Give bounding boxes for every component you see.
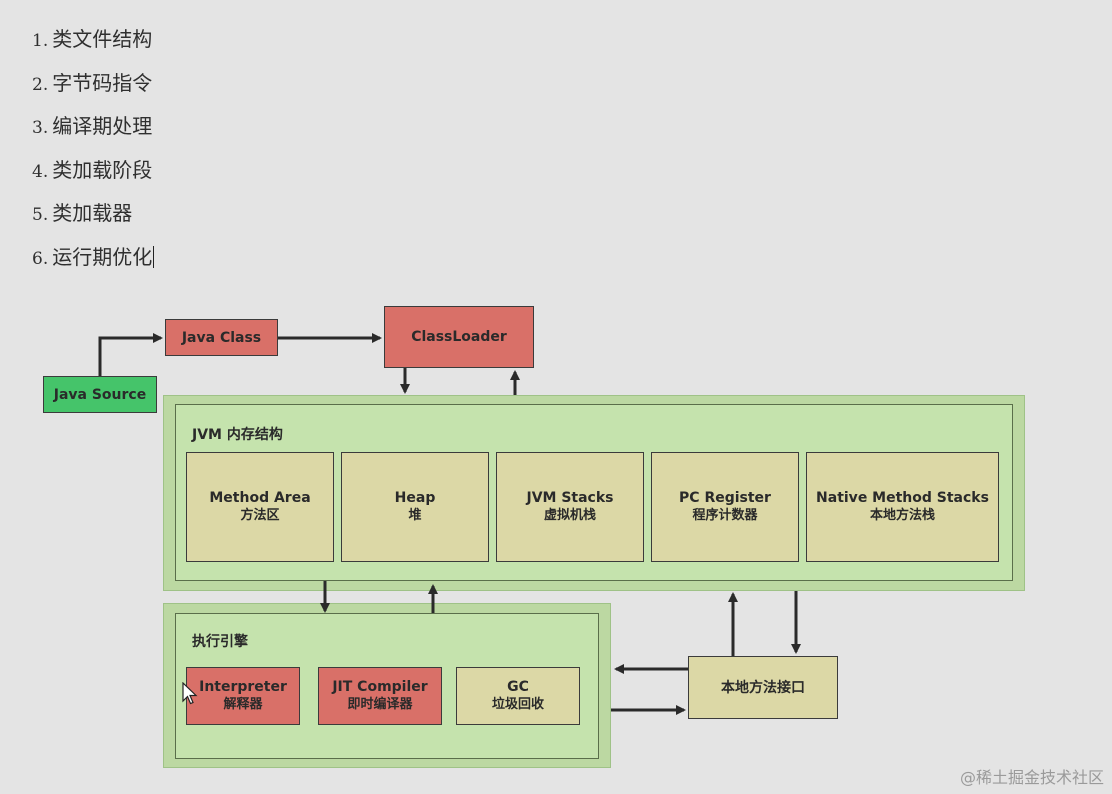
jvm-stacks-label: JVM Stacks — [526, 490, 614, 506]
jit-compiler-box: JIT Compiler 即时编译器 — [318, 667, 442, 725]
native-method-stacks-box: Native Method Stacks 本地方法栈 — [806, 452, 999, 562]
native-method-interface-label: 本地方法接口 — [721, 679, 805, 696]
pc-register-label: PC Register — [679, 490, 771, 506]
java-class-box: Java Class — [165, 319, 278, 356]
list-number: 6. — [32, 248, 49, 269]
list-text: 字节码指令 — [52, 70, 153, 95]
topic-list: 1.类文件结构 2.字节码指令 3.编译期处理 4.类加载阶段 5.类加载器 6… — [32, 22, 155, 284]
jvm-stacks-sublabel: 虚拟机栈 — [543, 508, 596, 523]
arrow-source-to-class — [98, 333, 163, 376]
method-area-sublabel: 方法区 — [240, 508, 280, 523]
jvm-memory-title: JVM 内存结构 — [192, 427, 283, 443]
execution-engine-title: 执行引擎 — [192, 634, 248, 650]
list-number: 2. — [32, 74, 49, 95]
heap-box: Heap 堆 — [341, 452, 489, 562]
native-method-stacks-label: Native Method Stacks — [816, 490, 989, 506]
interpreter-label: Interpreter — [199, 679, 287, 695]
java-source-box: Java Source — [43, 376, 157, 413]
method-area-box: Method Area 方法区 — [186, 452, 334, 562]
pc-register-sublabel: 程序计数器 — [692, 508, 758, 523]
list-item: 5.类加载器 — [32, 196, 154, 240]
list-item: 3.编译期处理 — [32, 109, 154, 153]
java-source-label: Java Source — [53, 386, 147, 403]
gc-label: GC — [507, 679, 529, 695]
native-method-interface-box: 本地方法接口 — [688, 656, 838, 719]
list-number: 1. — [32, 31, 49, 51]
list-text: 类加载阶段 — [52, 157, 153, 182]
list-number: 5. — [32, 205, 49, 225]
classloader-label: ClassLoader — [411, 329, 507, 345]
java-class-label: Java Class — [181, 329, 262, 346]
interpreter-box: Interpreter 解释器 — [186, 667, 300, 725]
list-item: 6.运行期优化 — [32, 240, 155, 284]
mouse-pointer-icon — [182, 682, 198, 705]
interpreter-sublabel: 解释器 — [223, 697, 263, 712]
list-text: 运行期优化 — [52, 244, 153, 269]
list-number: 4. — [32, 161, 49, 182]
list-item: 2.字节码指令 — [32, 66, 154, 110]
native-method-stacks-sublabel: 本地方法栈 — [869, 508, 935, 523]
gc-box: GC 垃圾回收 — [456, 667, 580, 725]
jit-compiler-label: JIT Compiler — [332, 679, 428, 695]
text-caret — [153, 245, 155, 268]
jvm-stacks-box: JVM Stacks 虚拟机栈 — [496, 452, 644, 562]
classloader-box: ClassLoader — [384, 306, 534, 368]
list-number: 3. — [32, 118, 49, 138]
watermark: @稀土掘金技术社区 — [959, 768, 1104, 787]
jit-compiler-sublabel: 即时编译器 — [347, 697, 413, 712]
list-item: 1.类文件结构 — [32, 22, 154, 66]
list-text: 类文件结构 — [52, 27, 153, 51]
method-area-label: Method Area — [209, 490, 311, 506]
list-text: 类加载器 — [52, 201, 133, 225]
gc-sublabel: 垃圾回收 — [491, 697, 544, 712]
list-item: 4.类加载阶段 — [32, 153, 154, 197]
list-text: 编译期处理 — [52, 114, 153, 138]
heap-label: Heap — [394, 490, 436, 506]
pc-register-box: PC Register 程序计数器 — [651, 452, 799, 562]
heap-sublabel: 堆 — [408, 508, 422, 523]
